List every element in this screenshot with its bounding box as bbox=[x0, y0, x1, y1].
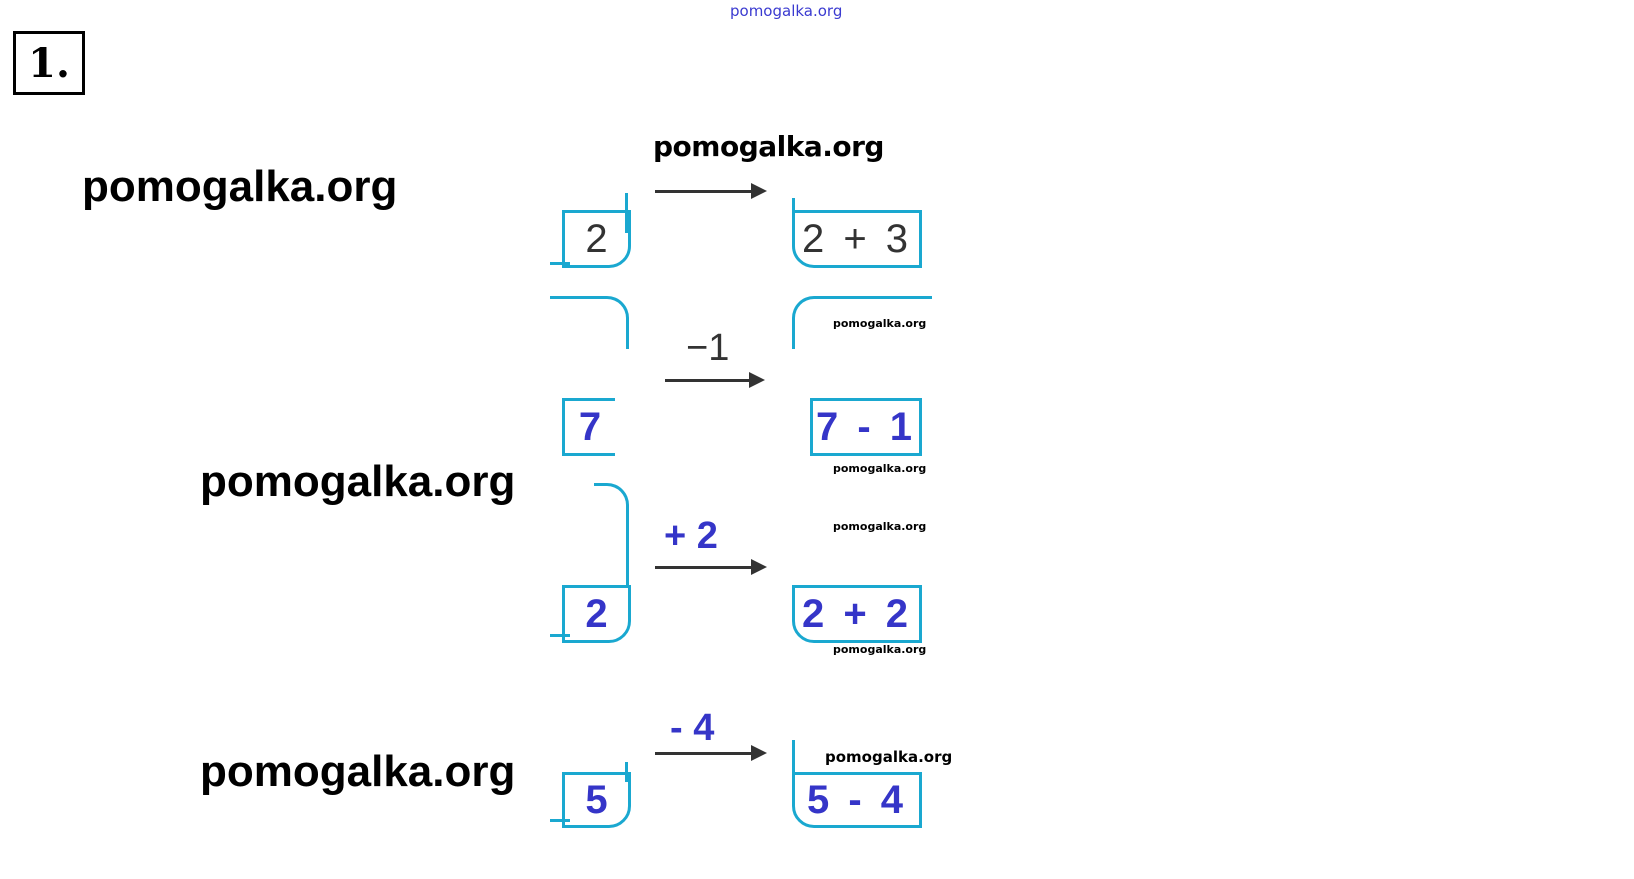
box-border bbox=[792, 296, 932, 349]
result-box: 7 - 1 bbox=[810, 398, 922, 456]
watermark-large: pomogalka.org bbox=[200, 747, 516, 796]
watermark-small: pomogalka.org bbox=[833, 520, 927, 533]
arrow-icon bbox=[655, 559, 767, 575]
watermark-small: pomogalka.org bbox=[833, 643, 927, 656]
box-border bbox=[550, 296, 629, 349]
arrow-icon bbox=[655, 183, 767, 199]
watermark-medium: pomogalka.org bbox=[653, 130, 884, 163]
watermark-small: pomogalka.org bbox=[825, 748, 953, 766]
result-box: 2 + 3 bbox=[792, 210, 922, 268]
box-border bbox=[550, 262, 570, 265]
operation-label: + 2 bbox=[664, 515, 718, 557]
box-border bbox=[792, 740, 795, 780]
box-border bbox=[550, 819, 570, 822]
box-border bbox=[594, 483, 629, 586]
input-box: 7 bbox=[562, 398, 615, 456]
input-box: 2 bbox=[562, 210, 631, 268]
watermark-small: pomogalka.org bbox=[833, 462, 927, 475]
arrow-icon bbox=[665, 372, 765, 388]
input-box: 2 bbox=[562, 585, 631, 643]
operation-label: −1 bbox=[686, 327, 730, 369]
result-box: 5 - 4 bbox=[792, 772, 922, 828]
task-number: 1. bbox=[13, 31, 85, 95]
input-box: 5 bbox=[562, 772, 631, 828]
result-box: 2 + 2 bbox=[792, 585, 922, 643]
box-border bbox=[550, 634, 570, 637]
arrow-icon bbox=[655, 745, 767, 761]
watermark-small: pomogalka.org bbox=[833, 317, 927, 330]
watermark-large: pomogalka.org bbox=[200, 457, 516, 506]
operation-label: - 4 bbox=[670, 707, 715, 749]
watermark-large: pomogalka.org bbox=[82, 162, 398, 211]
watermark-top: pomogalka.org bbox=[730, 2, 843, 20]
